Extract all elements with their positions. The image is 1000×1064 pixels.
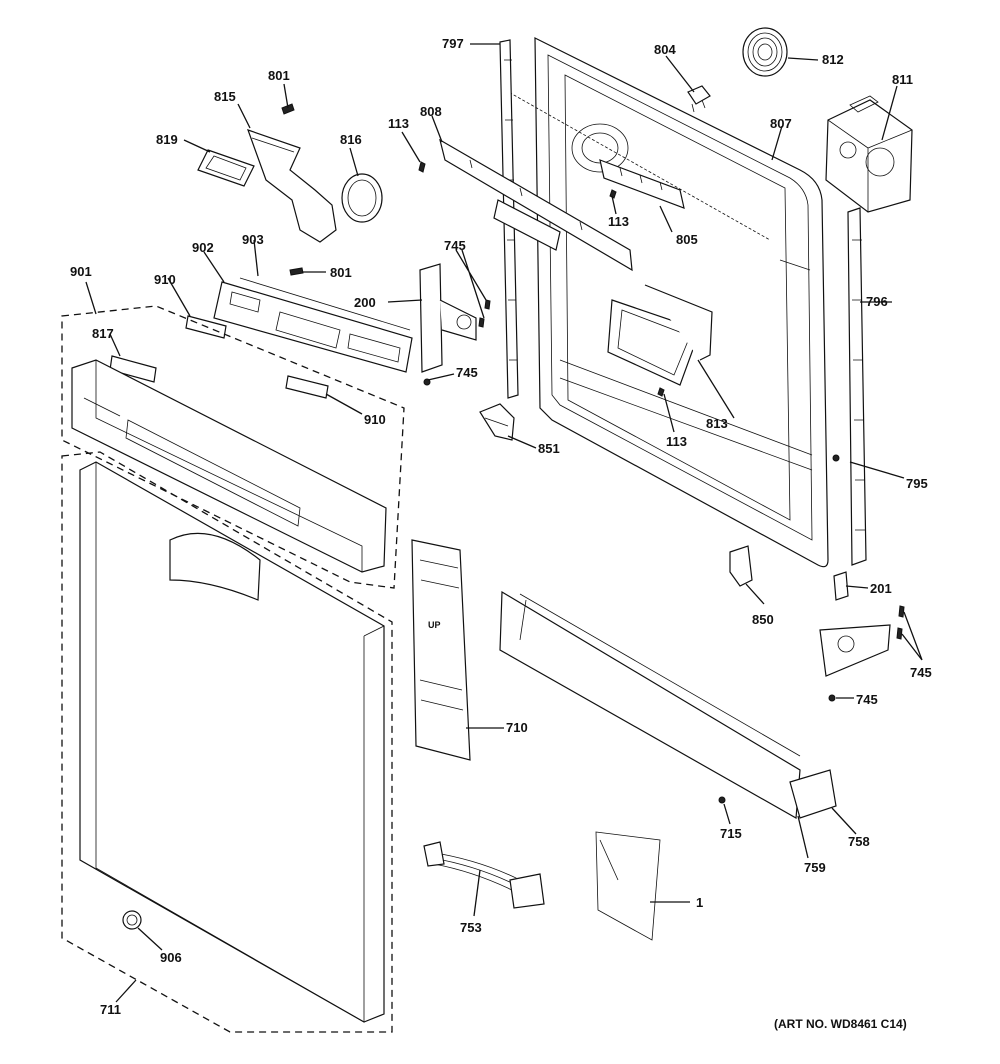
screw-113-b (609, 189, 617, 199)
label-113-b: 113 (608, 214, 629, 229)
label-902: 902 (192, 240, 214, 255)
bracket-808 (439, 138, 633, 272)
vent-cap-812 (742, 27, 788, 77)
label-113-c: 113 (666, 434, 687, 449)
label-903: 903 (242, 232, 264, 247)
label-851: 851 (538, 441, 560, 456)
label-745-b: 745 (456, 365, 478, 380)
screw-745-a (478, 299, 491, 328)
label-795: 795 (906, 476, 928, 491)
label-710: 710 (506, 720, 528, 735)
label-711: 711 (100, 1002, 121, 1017)
label-715: 715 (720, 826, 742, 841)
part-labels: 797 804 812 811 801 815 819 816 113 808 … (70, 36, 932, 1017)
overlay-903 (239, 277, 411, 331)
hinge-201 (819, 571, 891, 677)
cover-710: UP (411, 539, 471, 761)
wire-harness-753 (423, 841, 545, 909)
label-745-c: 745 (910, 665, 932, 680)
label-901: 901 (70, 264, 92, 279)
label-1: 1 (696, 895, 703, 910)
badge-906 (122, 910, 142, 930)
label-796: 796 (866, 294, 888, 309)
gasket-819 (197, 149, 255, 187)
label-817: 817 (92, 326, 114, 341)
label-801-b: 801 (330, 265, 352, 280)
leader-lines (85, 43, 923, 1003)
label-812: 812 (822, 52, 844, 67)
screw-795 (832, 454, 840, 462)
label-801-a: 801 (268, 68, 290, 83)
label-745-d: 745 (856, 692, 878, 707)
up-mark: UP (428, 620, 441, 630)
label-200: 200 (354, 295, 376, 310)
label-906: 906 (160, 950, 182, 965)
label-819: 819 (156, 132, 178, 147)
side-trim-796 (847, 207, 867, 566)
screw-801-b (289, 267, 304, 276)
screw-715 (718, 796, 726, 804)
console-assembly-901 (61, 305, 405, 589)
outer-door-assembly-711 (61, 451, 393, 1033)
label-811: 811 (892, 72, 913, 87)
bracket-850 (729, 545, 753, 587)
label-850: 850 (752, 612, 774, 627)
label-753: 753 (460, 920, 482, 935)
control-panel (71, 359, 387, 573)
label-805: 805 (676, 232, 698, 247)
label-201: 201 (870, 581, 892, 596)
screw-113-a (418, 161, 426, 173)
control-board-902 (213, 281, 413, 373)
label-910-b: 910 (364, 412, 386, 427)
ring-816 (341, 173, 383, 223)
label-813: 813 (706, 416, 728, 431)
label-815: 815 (214, 89, 236, 104)
label-797: 797 (442, 36, 464, 51)
label-758: 758 (848, 834, 870, 849)
art-number: (ART NO. WD8461 C14) (774, 1017, 907, 1031)
label-113-a: 113 (388, 116, 409, 131)
label-807: 807 (770, 116, 792, 131)
label-808: 808 (420, 104, 442, 119)
vent-duct-805 (599, 159, 685, 209)
label-759: 759 (804, 860, 826, 875)
clip-910-b (285, 375, 329, 399)
label-816: 816 (340, 132, 362, 147)
duct-815 (247, 129, 337, 243)
bracket-851 (479, 403, 515, 441)
light-pipe-817 (109, 355, 157, 383)
vent-758 (789, 769, 837, 819)
screw-113-c (657, 387, 665, 397)
hinge-200 (419, 263, 477, 373)
screw-745-c (896, 605, 905, 640)
label-804: 804 (654, 42, 676, 57)
literature-1 (595, 831, 661, 941)
screw-745-d (828, 694, 836, 702)
kickplate-759 (499, 590, 801, 819)
vent-clip-804 (687, 85, 711, 113)
screw-801-a (281, 103, 295, 115)
detergent-dispenser-811 (825, 95, 913, 213)
dispenser-gasket-813 (607, 284, 713, 386)
label-745-a: 745 (444, 238, 466, 253)
label-910-a: 910 (154, 272, 176, 287)
